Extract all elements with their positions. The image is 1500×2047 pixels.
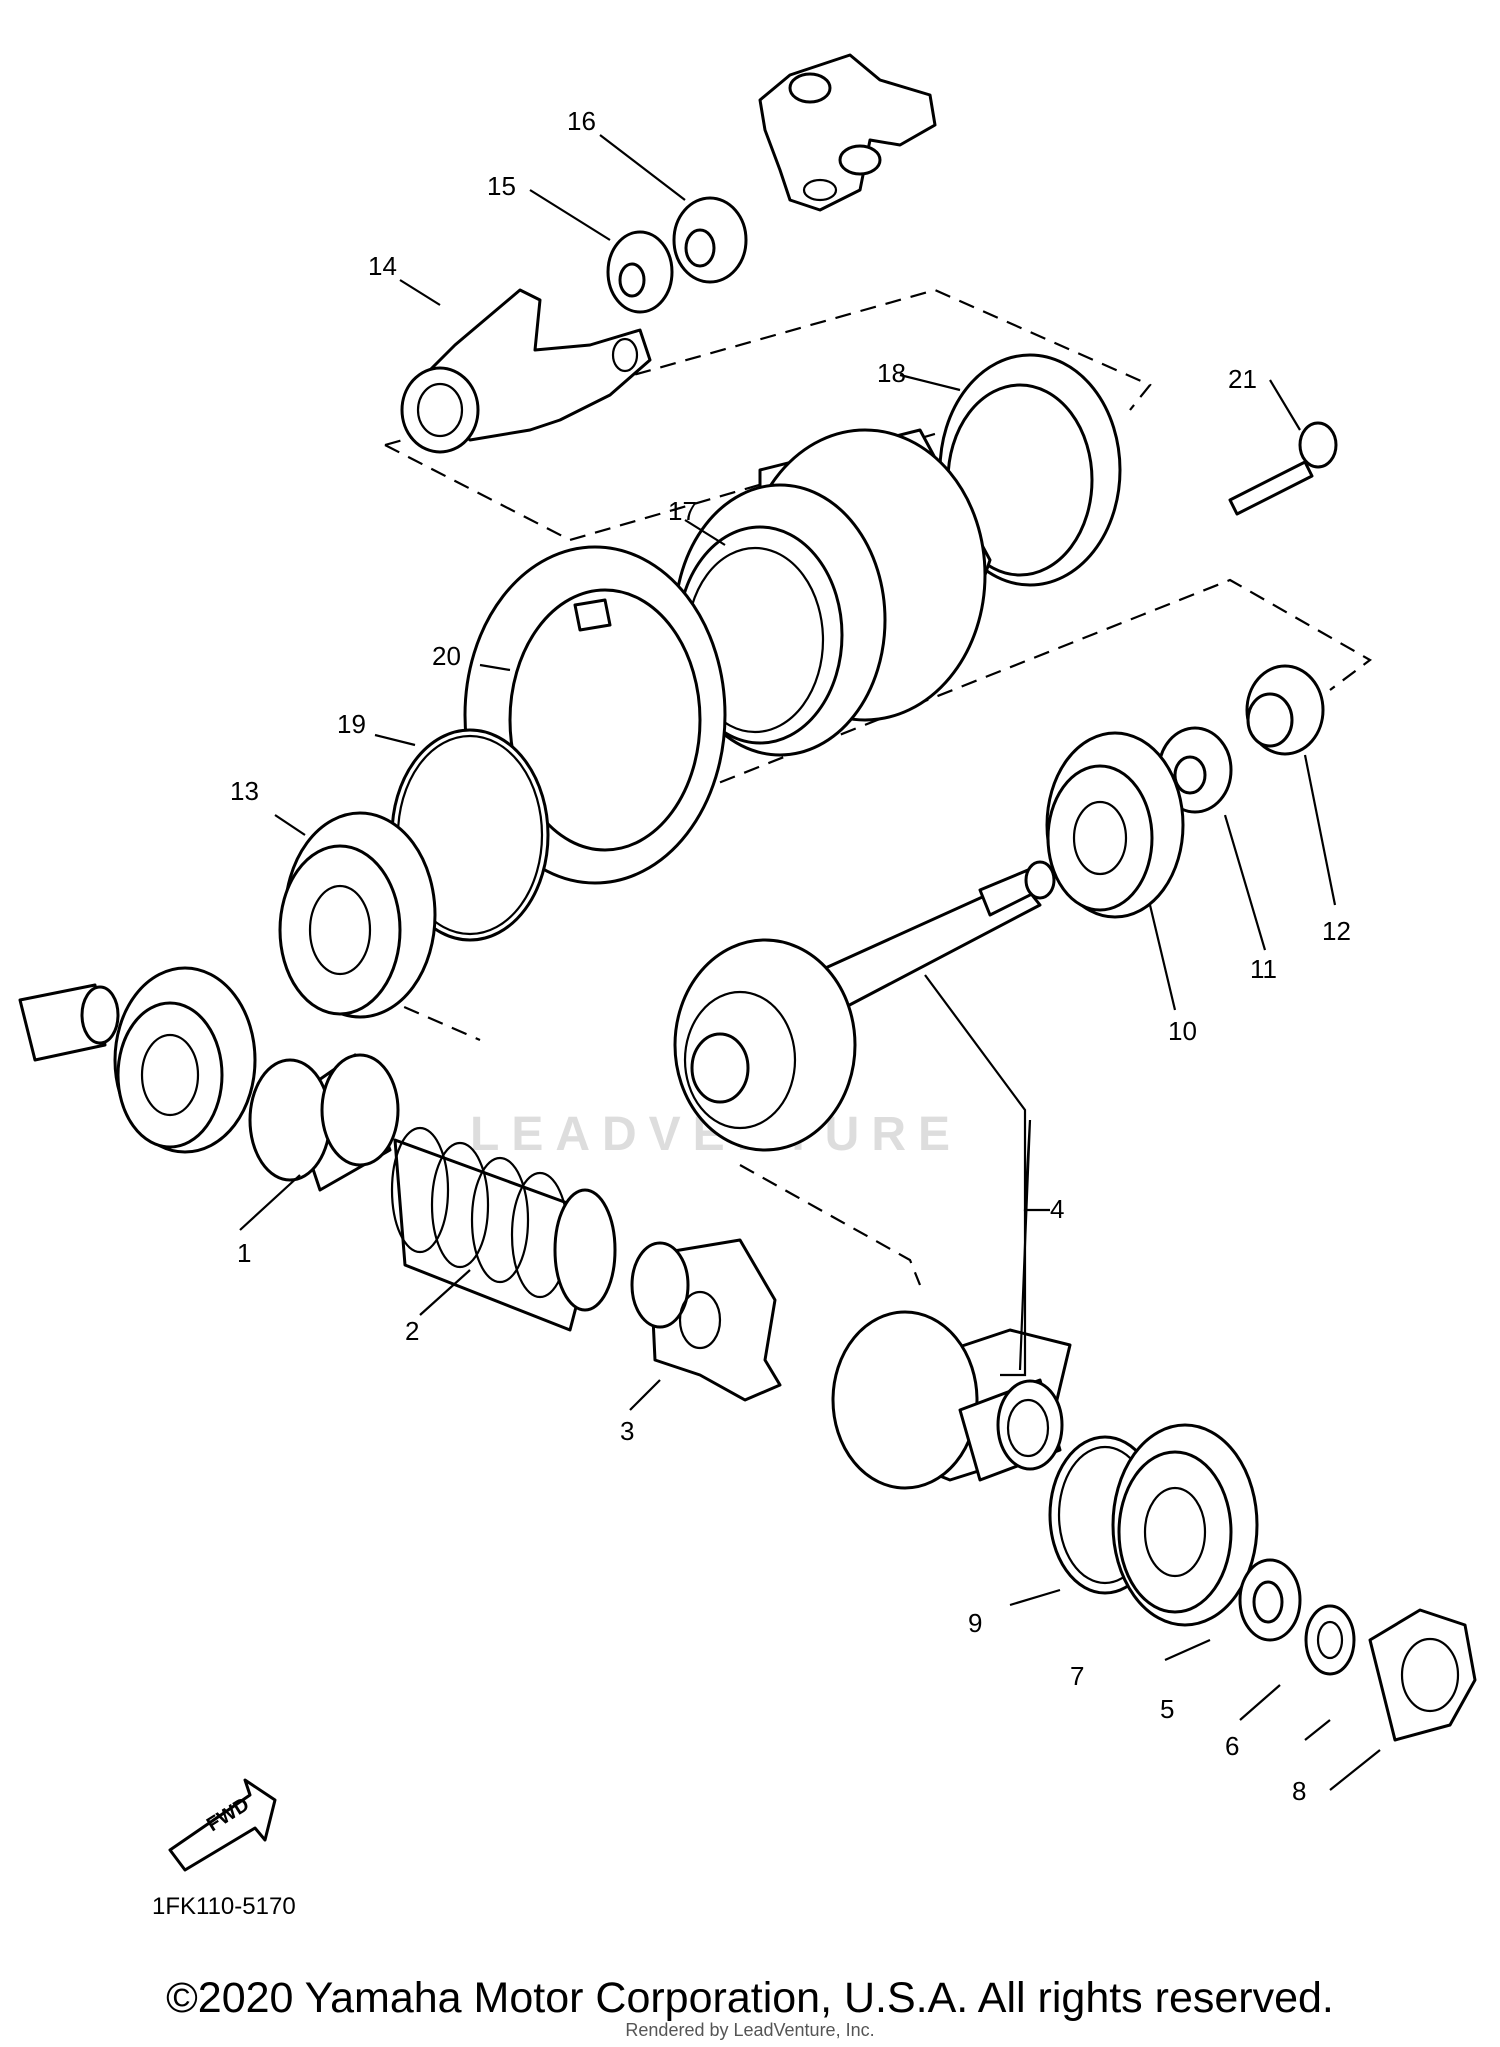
- callout-8: 8: [1292, 1776, 1306, 1806]
- diagram-code: 1FK110-5170: [152, 1893, 296, 1920]
- part-5-washer: [1238, 1558, 1302, 1642]
- part-4-driven-gear: [831, 1310, 1072, 1490]
- part-13-bearing: [278, 811, 437, 1019]
- universal-joint: [758, 53, 937, 212]
- leader-lines: [239, 134, 1381, 1791]
- part-18-oil-seal: [938, 353, 1122, 587]
- part-8-nut: [1368, 1608, 1477, 1742]
- callout-13: 13: [230, 776, 259, 806]
- part-14-yoke: [400, 288, 652, 454]
- part-4-shaft-gear: [673, 860, 1056, 1152]
- assembly-outline-upper: [384, 288, 1152, 447]
- callout-11: 11: [1250, 954, 1277, 984]
- left-bearing: [113, 966, 257, 1154]
- part-7-bearing: [1111, 1423, 1259, 1627]
- part-15-washer: [606, 230, 674, 314]
- callout-14: 14: [368, 251, 397, 281]
- callout-21: 21: [1228, 364, 1257, 394]
- callout-20: 20: [432, 641, 461, 671]
- callout-4: 4: [1050, 1194, 1064, 1224]
- callout-19: 19: [337, 709, 366, 739]
- callout-12: 12: [1322, 916, 1351, 946]
- callout-15: 15: [487, 171, 516, 201]
- callout-16: 16: [567, 106, 596, 136]
- part-6-lock-washer: [1304, 1604, 1356, 1676]
- forward-arrow-icon: FWD: [168, 1778, 277, 1872]
- callout-10: 10: [1168, 1016, 1197, 1046]
- rendered-by-notice: Rendered by LeadVenture, Inc.: [625, 2020, 875, 2040]
- callout-1: 1: [237, 1238, 251, 1268]
- copyright-notice: ©2020 Yamaha Motor Corporation, U.S.A. A…: [166, 1974, 1334, 2022]
- assembly-axis-line: [739, 1164, 922, 1286]
- callout-9: 9: [968, 1608, 982, 1638]
- assembly-outline-lower: [284, 578, 1372, 957]
- callout-3: 3: [620, 1416, 634, 1446]
- part-1-collar: [248, 1053, 400, 1192]
- callout-2: 2: [405, 1316, 419, 1346]
- part-12-seal: [1245, 664, 1325, 756]
- callout-7: 7: [1070, 1661, 1084, 1691]
- part-21-bolt: [1228, 421, 1338, 516]
- part-16-nut: [672, 196, 748, 284]
- drive-shaft-stub: [18, 983, 120, 1062]
- callout-18: 18: [877, 358, 906, 388]
- part-10-bearing: [1045, 731, 1185, 919]
- callout-6: 6: [1225, 1731, 1239, 1761]
- callout-5: 5: [1160, 1694, 1174, 1724]
- callout-17: 17: [668, 496, 697, 526]
- part-2-spring: [390, 1126, 617, 1332]
- part-17-bearing-housing: [673, 428, 992, 757]
- part-3-damper-cam: [630, 1238, 782, 1402]
